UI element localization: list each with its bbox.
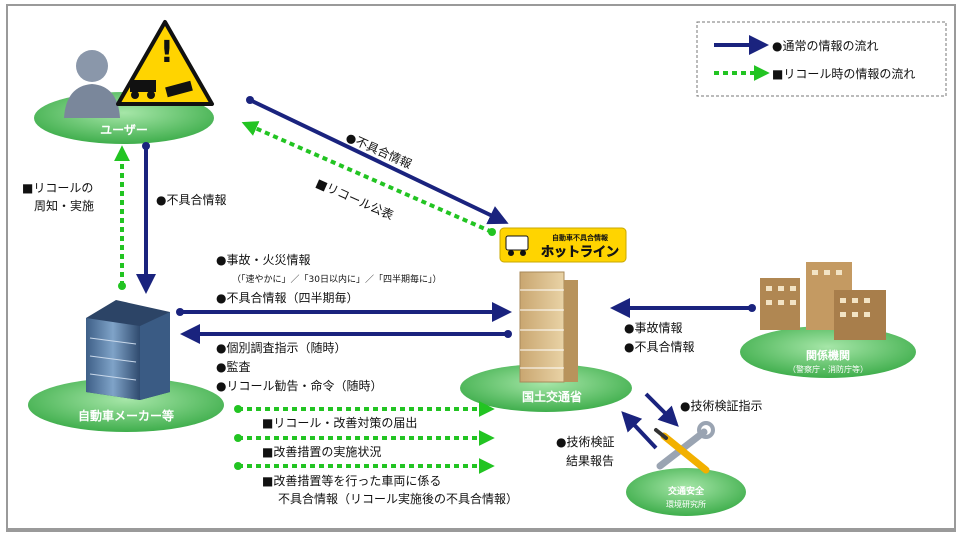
label-tech-verification-report-line1: ●技術検証 bbox=[556, 435, 614, 449]
user-person-icon bbox=[64, 50, 120, 118]
car-maker-node: 自動車メーカー等 bbox=[28, 300, 224, 432]
truck-icon bbox=[505, 235, 529, 256]
arrow-ntsel-to-mlit bbox=[621, 411, 658, 450]
label-user-to-maker: ●不具合情報 bbox=[156, 192, 226, 207]
label-recall-order: ●リコール勧告・命令（随時） bbox=[216, 378, 382, 393]
legend: ●通常の情報の流れ ■リコール時の情報の流れ bbox=[696, 21, 947, 97]
mlit-node: 国土交通省 bbox=[460, 271, 632, 412]
hotline-badge: 自動車不具合情報 ホットライン bbox=[499, 227, 627, 263]
label-accident-fire: ●事故・火災情報 bbox=[216, 252, 310, 267]
car-maker-ellipse bbox=[28, 378, 224, 432]
normal-flow-arrows bbox=[136, 96, 756, 450]
hotline-small-label: 自動車不具合情報 bbox=[552, 233, 609, 242]
label-tech-verification-order: ●技術検証指示 bbox=[680, 398, 762, 413]
label-post-recall-line2: 不具合情報（リコール実施後の不具合情報） bbox=[278, 491, 518, 506]
label-recall-report: ■リコール・改善対策の届出 bbox=[262, 415, 417, 430]
hotline-main-label: ホットライン bbox=[541, 245, 619, 260]
city-buildings-icon bbox=[760, 262, 886, 340]
office-building-icon bbox=[86, 300, 170, 400]
agencies-sub-label: （警察庁・消防庁等） bbox=[788, 364, 868, 374]
svg-text:!: ! bbox=[160, 35, 174, 70]
mlit-label: 国土交通省 bbox=[522, 389, 582, 404]
ntsel-label-line2: 環境研究所 bbox=[666, 499, 706, 509]
label-post-recall-line1: ■改善措置等を行った車両に係る bbox=[262, 473, 441, 488]
label-defect-quarterly: ●不具合情報（四半期毎） bbox=[216, 290, 358, 305]
label-agency-info-line1: ●事故情報 bbox=[624, 320, 682, 335]
ntsel-node: 交通安全 環境研究所 bbox=[626, 421, 746, 516]
label-tech-verification-report-line2: 結果報告 bbox=[566, 454, 614, 468]
wrench-screwdriver-icon bbox=[654, 421, 715, 474]
ntsel-label-line1: 交通安全 bbox=[668, 485, 705, 497]
label-audit: ●監査 bbox=[216, 359, 250, 374]
car-maker-label: 自動車メーカー等 bbox=[78, 408, 174, 423]
ntsel-ellipse bbox=[626, 468, 746, 516]
user-label: ユーザー bbox=[100, 123, 148, 137]
agencies-node: 関係機関 （警察庁・消防庁等） bbox=[740, 262, 916, 378]
label-implementation-status: ■改善措置の実施状況 bbox=[262, 444, 381, 459]
legend-normal-label: ●通常の情報の流れ bbox=[772, 39, 878, 53]
warning-sign-icon: ! bbox=[116, 20, 214, 106]
arrow-mlit-to-ntsel bbox=[644, 392, 679, 427]
legend-box bbox=[696, 21, 947, 97]
label-recall-notice-line2: 周知・実施 bbox=[34, 198, 94, 213]
legend-recall-label: ■リコール時の情報の流れ bbox=[772, 67, 915, 81]
label-agency-info-line2: ●不具合情報 bbox=[624, 339, 694, 354]
user-node: ! ユーザー bbox=[34, 20, 214, 144]
arrow-user-to-mlit bbox=[249, 98, 509, 225]
recall-flow-arrows bbox=[114, 121, 495, 474]
label-accident-fire-sub: （「速やかに」／「30日以内に」／「四半期毎に」） bbox=[232, 273, 441, 285]
tower-building-icon bbox=[519, 271, 578, 383]
agencies-label: 関係機関 bbox=[806, 348, 850, 362]
label-recall-notice-line1: ■リコールの bbox=[22, 181, 93, 195]
flow-labels: ●不具合情報 ■リコール公表 ■リコールの 周知・実施 ●不具合情報 ●事故・火… bbox=[22, 129, 762, 506]
label-individual-investigation: ●個別調査指示（随時） bbox=[216, 340, 346, 355]
mlit-ellipse bbox=[460, 364, 632, 412]
recall-arrow-start-dots bbox=[118, 228, 496, 470]
